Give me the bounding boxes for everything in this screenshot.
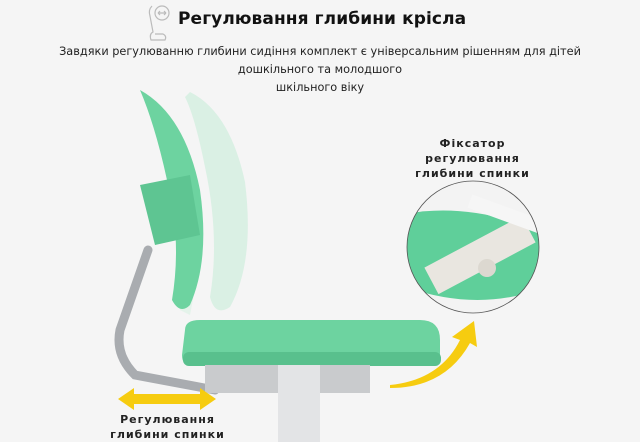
lock-callout-label: Фіксатор регулювання глибини спинки bbox=[400, 136, 545, 181]
height-column bbox=[278, 365, 320, 442]
seat-chair-icon bbox=[148, 5, 170, 41]
callout-line: глибини спинки bbox=[415, 167, 530, 180]
callout-line: регулювання bbox=[425, 152, 520, 165]
callout-line: глибини спинки bbox=[110, 428, 225, 441]
ghost-backrest bbox=[185, 92, 248, 311]
curved-arrow-icon bbox=[390, 321, 477, 388]
description-line: Завдяки регулюванню глибини сидіння комп… bbox=[59, 45, 581, 76]
lock-detail-zoom bbox=[406, 180, 540, 314]
callout-line: Фіксатор bbox=[439, 137, 506, 150]
description: Завдяки регулюванню глибини сидіння комп… bbox=[20, 43, 620, 97]
back-depth-label: Регулювання глибини спинки bbox=[100, 412, 235, 442]
metal-frame bbox=[114, 245, 220, 395]
page-title: Регулювання глибини крісла bbox=[178, 9, 467, 29]
callout-line: Регулювання bbox=[120, 413, 215, 426]
double-arrow-icon bbox=[118, 388, 216, 410]
description-line: шкільного віку bbox=[275, 81, 365, 94]
